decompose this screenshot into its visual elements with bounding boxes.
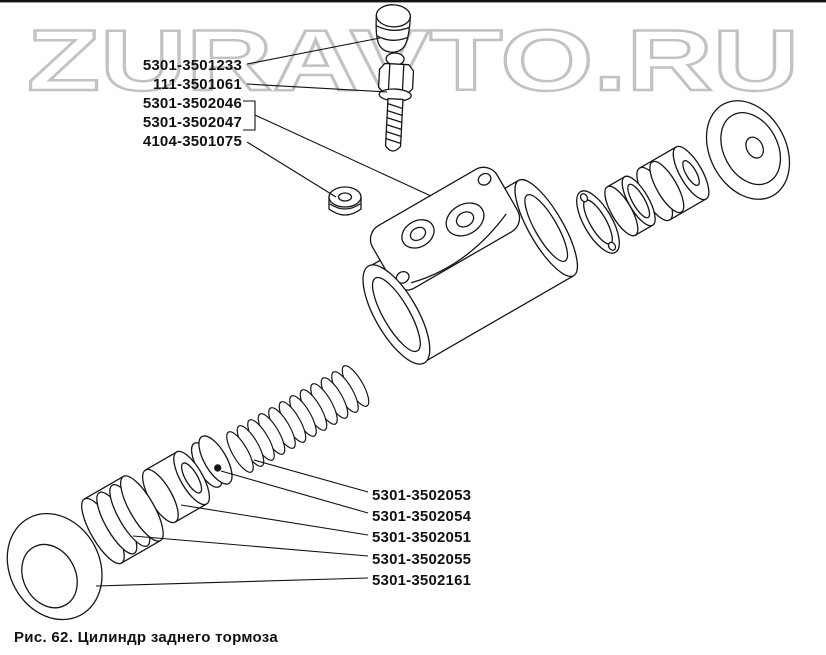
bleeder-valve bbox=[375, 4, 415, 152]
part-number-label: 5301-3502051 bbox=[372, 529, 472, 547]
part-number-label: 4104-3501075 bbox=[142, 133, 242, 150]
part-number-label: 5301-3502046 bbox=[142, 95, 242, 112]
piston-right bbox=[636, 145, 710, 222]
part-number-label: 111-3501061 bbox=[153, 76, 242, 93]
top-border bbox=[0, 0, 826, 3]
part-number-label: 5301-3502161 bbox=[372, 571, 472, 589]
part-number-label: 5301-3502053 bbox=[372, 487, 472, 504]
part-labels-top: 5301-3501233 111-3501061 5301-3502046 53… bbox=[66, 56, 242, 151]
part-number-label: 5301-3501233 bbox=[142, 57, 242, 74]
cylinder-body bbox=[362, 166, 579, 365]
rubber-boot bbox=[81, 475, 164, 565]
bleeder-cap bbox=[375, 4, 411, 53]
mounting-flange bbox=[369, 166, 521, 291]
piston-left bbox=[141, 450, 211, 524]
part-number-label: 5301-3502047 bbox=[142, 114, 242, 131]
seal-washer bbox=[604, 175, 656, 237]
end-cap-left bbox=[6, 512, 103, 621]
end-cap-right bbox=[705, 100, 791, 200]
bleeder-screw bbox=[377, 52, 415, 152]
leader-lines bbox=[95, 37, 432, 587]
figure-caption: Рис. 62. Цилиндр заднего тормоза bbox=[14, 629, 279, 646]
part-labels-bottom: 5301-3502053 5301-3502054 5301-3502051 5… bbox=[372, 485, 471, 591]
part-number-label: 5301-3502054 bbox=[372, 508, 472, 526]
site-watermark: ZURAVTO.RU bbox=[27, 13, 799, 109]
gasket bbox=[576, 190, 620, 254]
grommet bbox=[328, 186, 362, 216]
spring bbox=[226, 365, 370, 473]
part-number-label: 5301-3502055 bbox=[372, 550, 472, 568]
